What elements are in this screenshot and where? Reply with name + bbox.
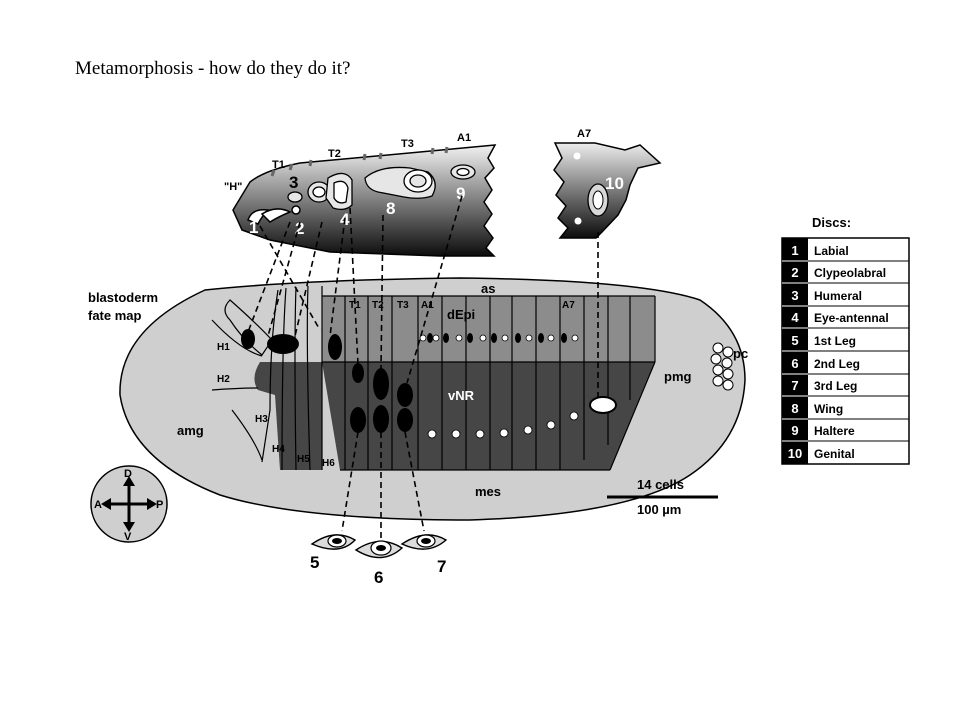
larva-disc-number: 2 xyxy=(295,219,304,238)
legend-item-number: 6 xyxy=(791,356,798,371)
larva-segment-label: T1 xyxy=(272,159,285,171)
compass-dorsal: D xyxy=(124,468,132,480)
head-segment-borders xyxy=(211,285,323,471)
legend-item-name: 2nd Leg xyxy=(814,357,860,371)
legend-item-number: 8 xyxy=(791,401,798,416)
region-label-amg: amg xyxy=(177,423,204,438)
leg-disc-number: 6 xyxy=(374,568,383,587)
scale-bar: 14 cells 100 µm xyxy=(607,477,718,517)
trunk-segment-label: T3 xyxy=(397,300,409,311)
head-segment-label: H1 xyxy=(217,342,230,353)
disc-origin-connectors xyxy=(247,195,599,538)
leg-discs: 5 6 7 xyxy=(310,534,448,587)
larva-disc-number: 9 xyxy=(456,184,465,203)
dorsal-dot-row xyxy=(419,334,579,342)
legend-item-number: 5 xyxy=(791,333,798,348)
larva-discs xyxy=(287,164,476,211)
region-label-depi: dEpi xyxy=(447,307,475,322)
a7-spot xyxy=(574,217,582,225)
legend-item-number: 2 xyxy=(791,265,798,280)
legend-item-name: Eye-antennal xyxy=(814,311,889,325)
larva-anterior: "H" T1 T2 T3 A1 1 2 3 4 8 9 xyxy=(224,132,497,257)
dorsal-epidermis-region xyxy=(322,296,655,362)
larva-disc-number: 1 xyxy=(249,218,258,237)
legend-item-number: 10 xyxy=(788,446,802,461)
head-segment-label: H2 xyxy=(217,374,230,385)
legend-item-number: 9 xyxy=(791,423,798,438)
blastoderm-fate-map: blastoderm fate map as dEpi vNR pmg pc a… xyxy=(88,277,748,521)
compass-posterior: P xyxy=(156,499,163,511)
pole-cells xyxy=(710,342,734,391)
head-segment-label: H4 xyxy=(272,444,285,455)
legend-number-dividers xyxy=(782,260,808,442)
a7-body xyxy=(553,142,662,239)
larva-disc-number: 8 xyxy=(386,199,395,218)
a7-label: A7 xyxy=(577,128,591,140)
region-label-mes: mes xyxy=(475,484,501,499)
legend-item-name: Haltere xyxy=(814,424,855,438)
legend-item-number: 1 xyxy=(791,243,798,258)
head-neurogenic-region xyxy=(254,362,322,470)
legend-item-name: Labial xyxy=(814,244,849,258)
larva-dorsal-hairs xyxy=(270,146,449,177)
fate-map-title: blastoderm xyxy=(88,290,158,305)
dorsal-black-spots xyxy=(427,333,567,343)
legend-item-name: 1st Leg xyxy=(814,334,856,348)
legend-item-number: 4 xyxy=(791,310,799,325)
larva-segment-label: A1 xyxy=(457,132,471,144)
genital-disc-inner xyxy=(592,190,604,210)
larva-segment-label: T3 xyxy=(401,138,414,150)
ventral-neurogenic-region xyxy=(322,362,655,470)
leg-disc-number: 5 xyxy=(310,553,319,572)
larva-head-label: "H" xyxy=(224,181,242,193)
compass-ventral: V xyxy=(124,531,132,543)
scale-length-label: 100 µm xyxy=(637,502,681,517)
region-label-vnr: vNR xyxy=(448,388,475,403)
trunk-segment-label: T2 xyxy=(372,300,384,311)
scale-cells-label: 14 cells xyxy=(637,477,684,492)
larva-disc-number: 3 xyxy=(289,173,298,192)
slide-title: Metamorphosis - how do they do it? xyxy=(75,58,351,79)
legend-title: Discs: xyxy=(812,215,851,230)
legend-item-name: 3rd Leg xyxy=(814,379,857,393)
legend-item-name: Clypeolabral xyxy=(814,266,886,280)
head-segment-label: H5 xyxy=(297,454,310,465)
region-label-as: as xyxy=(481,281,495,296)
legend-item-name: Genital xyxy=(814,447,855,461)
leg-disc-number: 7 xyxy=(437,557,446,576)
trunk-segment-label: A7 xyxy=(562,300,575,311)
legend-item-name: Wing xyxy=(814,402,843,416)
head-segment-label: H6 xyxy=(322,458,335,469)
larva-disc-number: 10 xyxy=(605,174,624,193)
fate-map-title: fate map xyxy=(88,308,142,323)
compass-anterior: A xyxy=(94,499,102,511)
larva-segment-label: T2 xyxy=(328,148,341,160)
disc-primordia xyxy=(241,329,413,433)
genital-primordium xyxy=(589,396,617,414)
trunk-segment-label: A1 xyxy=(421,300,434,311)
trunk-segment-borders xyxy=(322,295,656,471)
a7-spot xyxy=(573,152,581,160)
region-label-pmg: pmg xyxy=(664,369,692,384)
trunk-segment-label: T1 xyxy=(349,300,361,311)
region-label-pc: pc xyxy=(733,346,748,361)
discs-legend: Discs: 1 2 3 4 5 6 7 8 9 10 xyxy=(781,215,910,465)
larva-mouth-hooks xyxy=(247,205,301,225)
head-segment-label: H3 xyxy=(255,414,268,425)
orientation-compass: D V A P xyxy=(90,465,168,543)
legend-item-number: 7 xyxy=(791,378,798,393)
larva-abdomen-a7: A7 10 xyxy=(553,128,662,239)
legend-item-name: Humeral xyxy=(814,289,862,303)
legend-item-number: 3 xyxy=(791,288,798,303)
ventral-dot-row xyxy=(427,411,579,439)
